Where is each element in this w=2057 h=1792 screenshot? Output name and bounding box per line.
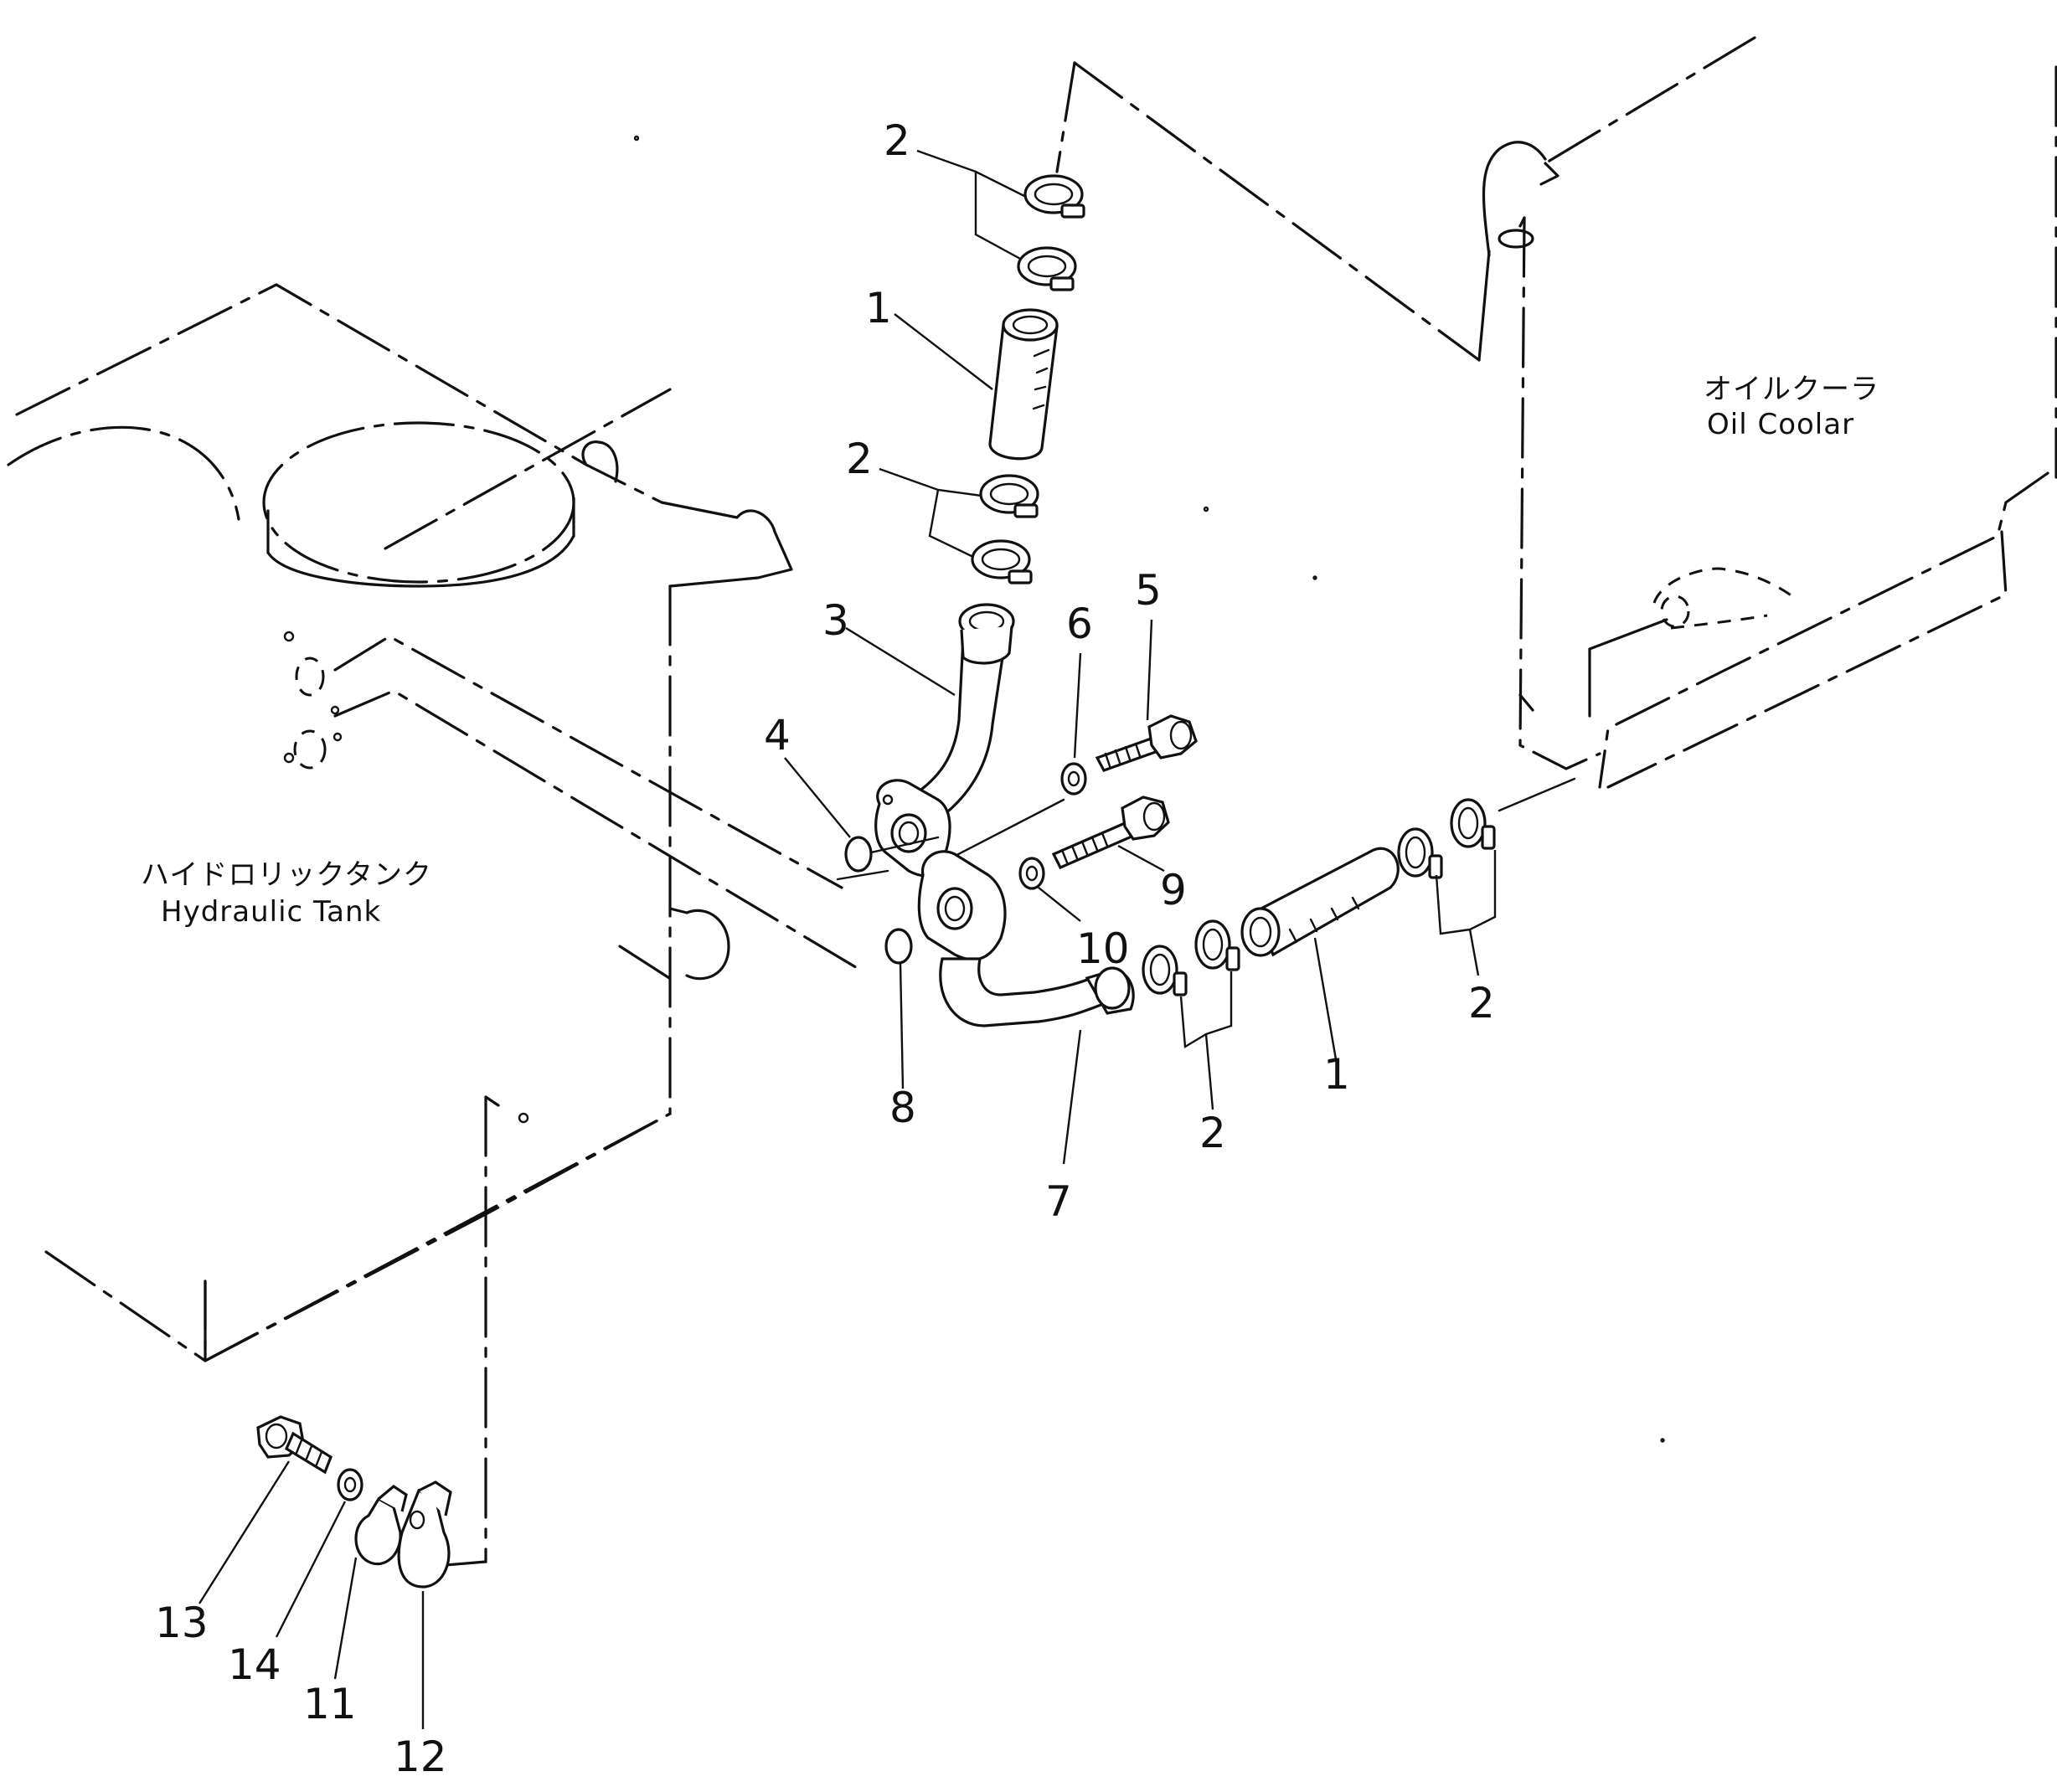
callout-4: 4 <box>764 711 791 760</box>
leader-lines <box>198 149 1497 1729</box>
hose-clamp-low-a <box>1142 945 1188 996</box>
oil-cooler-label-jp: オイルクーラ <box>1704 373 1879 406</box>
hose-clamp-right-a <box>1397 827 1443 879</box>
o-ring-lower <box>884 928 913 965</box>
bolt-upper <box>1095 714 1198 772</box>
hose-clamp-top-b <box>1017 246 1077 291</box>
callout-10: 10 <box>1076 924 1130 973</box>
hose-clamp-mid-a <box>979 474 1039 518</box>
hydraulic-tank-label-en: Hydraulic Tank <box>161 895 381 929</box>
hydraulic-tank-label-jp: ハイドロリックタンク <box>141 858 432 892</box>
callout-1-top: 1 <box>865 284 892 332</box>
oil-cooler-label-en: Oil Coolar <box>1707 408 1854 441</box>
callout-3: 3 <box>822 596 849 645</box>
callout-5: 5 <box>1135 566 1162 615</box>
clip-12 <box>397 1480 452 1589</box>
hose-clamp-right-b <box>1450 798 1496 850</box>
washer-clamp <box>337 1468 363 1501</box>
hose-clamp-mid-b <box>971 539 1033 584</box>
washer-lower <box>1018 857 1045 890</box>
callout-6: 6 <box>1066 600 1093 648</box>
callout-11: 11 <box>303 1680 357 1728</box>
callout-1-low: 1 <box>1323 1050 1350 1099</box>
hose-upper <box>988 308 1059 461</box>
callout-2-right: 2 <box>1468 979 1495 1027</box>
hydraulic-tank-outline <box>7 283 864 1568</box>
callout-2-mid: 2 <box>846 435 873 483</box>
oil-cooler-outline <box>1055 36 2057 789</box>
callout-12: 12 <box>394 1733 447 1781</box>
pipe-upper-elbow <box>874 603 1015 878</box>
bolt-lower <box>1051 796 1170 870</box>
pipe-lower-elbow <box>917 850 1135 1027</box>
callout-2-low: 2 <box>1199 1109 1226 1157</box>
washer-upper <box>1060 762 1087 796</box>
bolt-clamp <box>256 1415 333 1475</box>
callout-9: 9 <box>1160 866 1187 914</box>
hose-lower <box>1240 847 1400 957</box>
hose-clamp-top-a <box>1023 174 1085 219</box>
clip-11 <box>354 1485 408 1566</box>
callout-7: 7 <box>1045 1177 1072 1226</box>
o-ring-upper <box>844 836 873 873</box>
callout-8: 8 <box>889 1084 916 1132</box>
hose-clamp-low-b <box>1194 919 1240 971</box>
callout-14: 14 <box>228 1640 281 1689</box>
callout-2-top: 2 <box>884 116 910 165</box>
callout-13: 13 <box>155 1599 209 1647</box>
